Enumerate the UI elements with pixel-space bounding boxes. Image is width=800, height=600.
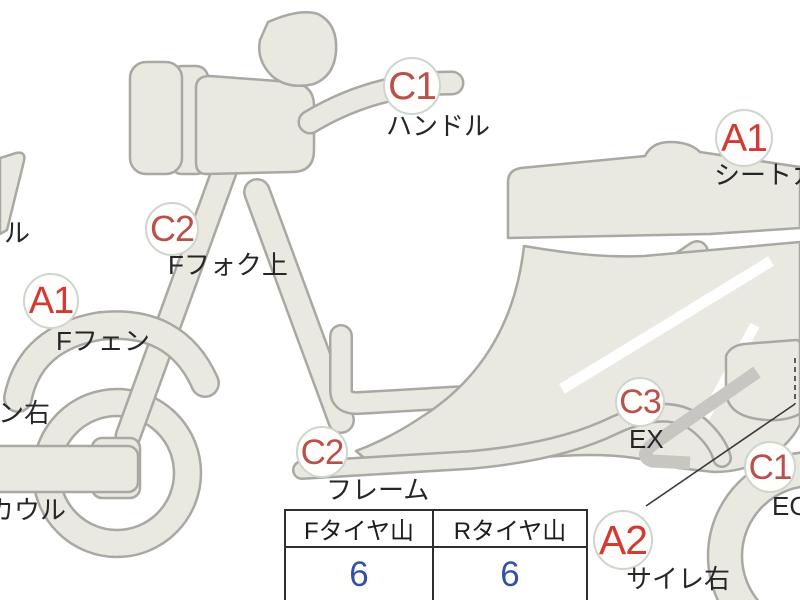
frame-downtube	[243, 178, 355, 434]
marker-label-c2-front-fork-upper: Fフォク上	[168, 250, 288, 280]
engine-block	[724, 338, 800, 422]
headlight-housing	[128, 60, 316, 176]
marker-badge-a1-front-fender: A1	[23, 273, 79, 329]
marker-badge-c2-front-fork-upper: C2	[145, 202, 199, 256]
edge-label-left-lower-clipped: カウル	[0, 495, 67, 525]
leader-line	[645, 358, 796, 507]
front-fender	[3, 310, 220, 413]
marker-badge-c2-frame: C2	[296, 426, 348, 478]
tire-table-header-rear: Rタイヤ山	[432, 509, 588, 548]
mirror	[258, 11, 338, 87]
left-edge-part	[0, 444, 140, 494]
marker-label-c3-exhaust: EX	[629, 424, 664, 454]
edge-label-left-middle-clipped: ン右	[0, 398, 51, 428]
marker-label-a1-front-fender: Fフェン	[56, 326, 150, 356]
marker-label-c1-engine: EG	[772, 491, 800, 521]
marker-badge-c1-handlebar: C1	[383, 57, 441, 115]
marker-label-c2-frame: フレーム	[326, 475, 430, 505]
tire-table-header-front: Fタイヤ山	[284, 509, 434, 548]
marker-label-a1-seat: シートカ	[714, 160, 800, 190]
marker-badge-a2-silencer-right: A2	[593, 510, 653, 570]
tire-tread-table: Fタイヤ山 Rタイヤ山 6 6	[284, 509, 588, 600]
marker-label-c1-handlebar: ハンドル	[386, 111, 491, 141]
body-seam-gap	[559, 256, 774, 394]
tire-tread-value-rear: 6	[432, 546, 588, 600]
tire-tread-value-front: 6	[284, 546, 434, 600]
seat	[506, 140, 800, 240]
edge-label-left-upper-clipped: ル	[4, 218, 31, 248]
exhaust-pipe	[639, 366, 761, 470]
marker-badge-a1-seat: A1	[715, 109, 773, 167]
marker-label-a2-silencer-right: サイレ右	[626, 564, 731, 594]
marker-badge-c1-engine: C1	[744, 441, 796, 493]
marker-badge-c3-exhaust: C3	[615, 377, 665, 427]
left-edge-panel	[0, 151, 26, 236]
